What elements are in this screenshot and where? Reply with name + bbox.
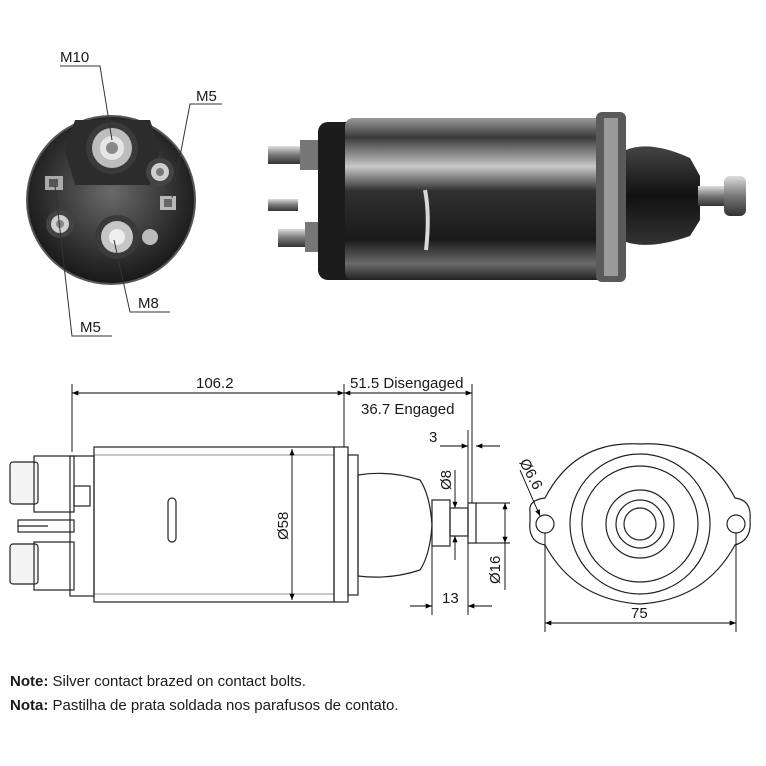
note-english: Note: Silver contact brazed on contact b… (10, 673, 306, 690)
dim-plunger-gap: 3 (429, 429, 437, 446)
flange-end-view (529, 443, 751, 605)
flange-dimensions (519, 469, 737, 632)
note-label: Note: (10, 673, 49, 690)
end-view-photo (26, 115, 196, 285)
dim-flange-width: 75 (631, 605, 648, 622)
callout-m5-bottom: M5 (80, 319, 101, 336)
dim-hole-dia: Ø6.6 (515, 456, 545, 493)
callout-m10: M10 (60, 49, 89, 66)
nota-label: Nota: (10, 697, 49, 714)
dim-disengaged: 51.5 Disengaged (350, 375, 463, 392)
nota-text: Pastilha de prata soldada nos parafusos … (48, 697, 399, 714)
dim-plunger-dia: Ø8 (438, 470, 455, 490)
callout-leaders (54, 65, 222, 337)
dim-engaged: 36.7 Engaged (361, 401, 454, 418)
side-drawing (9, 446, 477, 603)
dim-rod-length: 13 (442, 590, 459, 607)
side-view-photo (268, 112, 746, 282)
dim-length: 106.2 (196, 375, 234, 392)
dim-rod-dia: Ø16 (487, 556, 504, 584)
note-text: Silver contact brazed on contact bolts. (48, 673, 306, 690)
note-portuguese: Nota: Pastilha de prata soldada nos para… (10, 697, 399, 714)
dim-body-dia: Ø58 (275, 512, 292, 540)
callout-m5-top: M5 (196, 88, 217, 105)
dimension-lines (71, 384, 510, 615)
callout-m8: M8 (138, 295, 159, 312)
